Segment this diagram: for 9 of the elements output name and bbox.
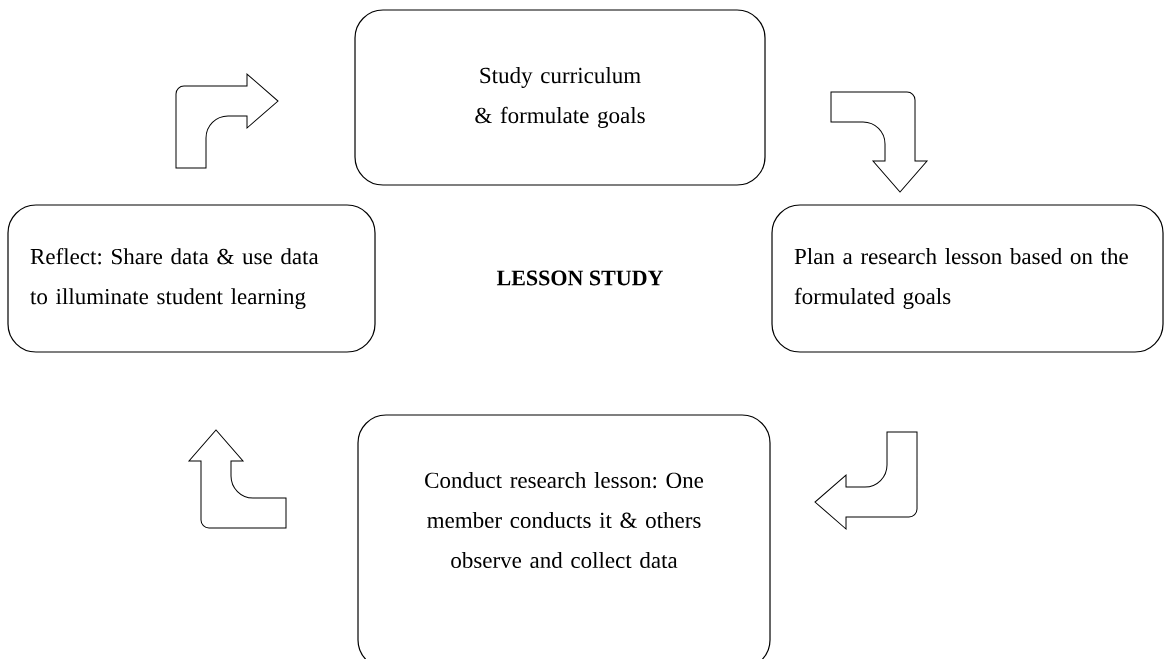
step-box: Plan a research lesson based on the formulated goals [771,204,1164,353]
block-arrow [175,73,279,169]
step-box: Study curriculum & formulate goals [354,9,766,186]
step-box: Reflect: Share data & use data to illuminate student learning [7,204,376,353]
block-arrow [830,91,928,193]
block-arrow [188,429,287,529]
center-title: LESSON STUDY [496,270,663,286]
block-arrow [814,431,918,530]
step-box: Conduct research lesson: One member conducts it & others observe and collect data [357,414,771,659]
